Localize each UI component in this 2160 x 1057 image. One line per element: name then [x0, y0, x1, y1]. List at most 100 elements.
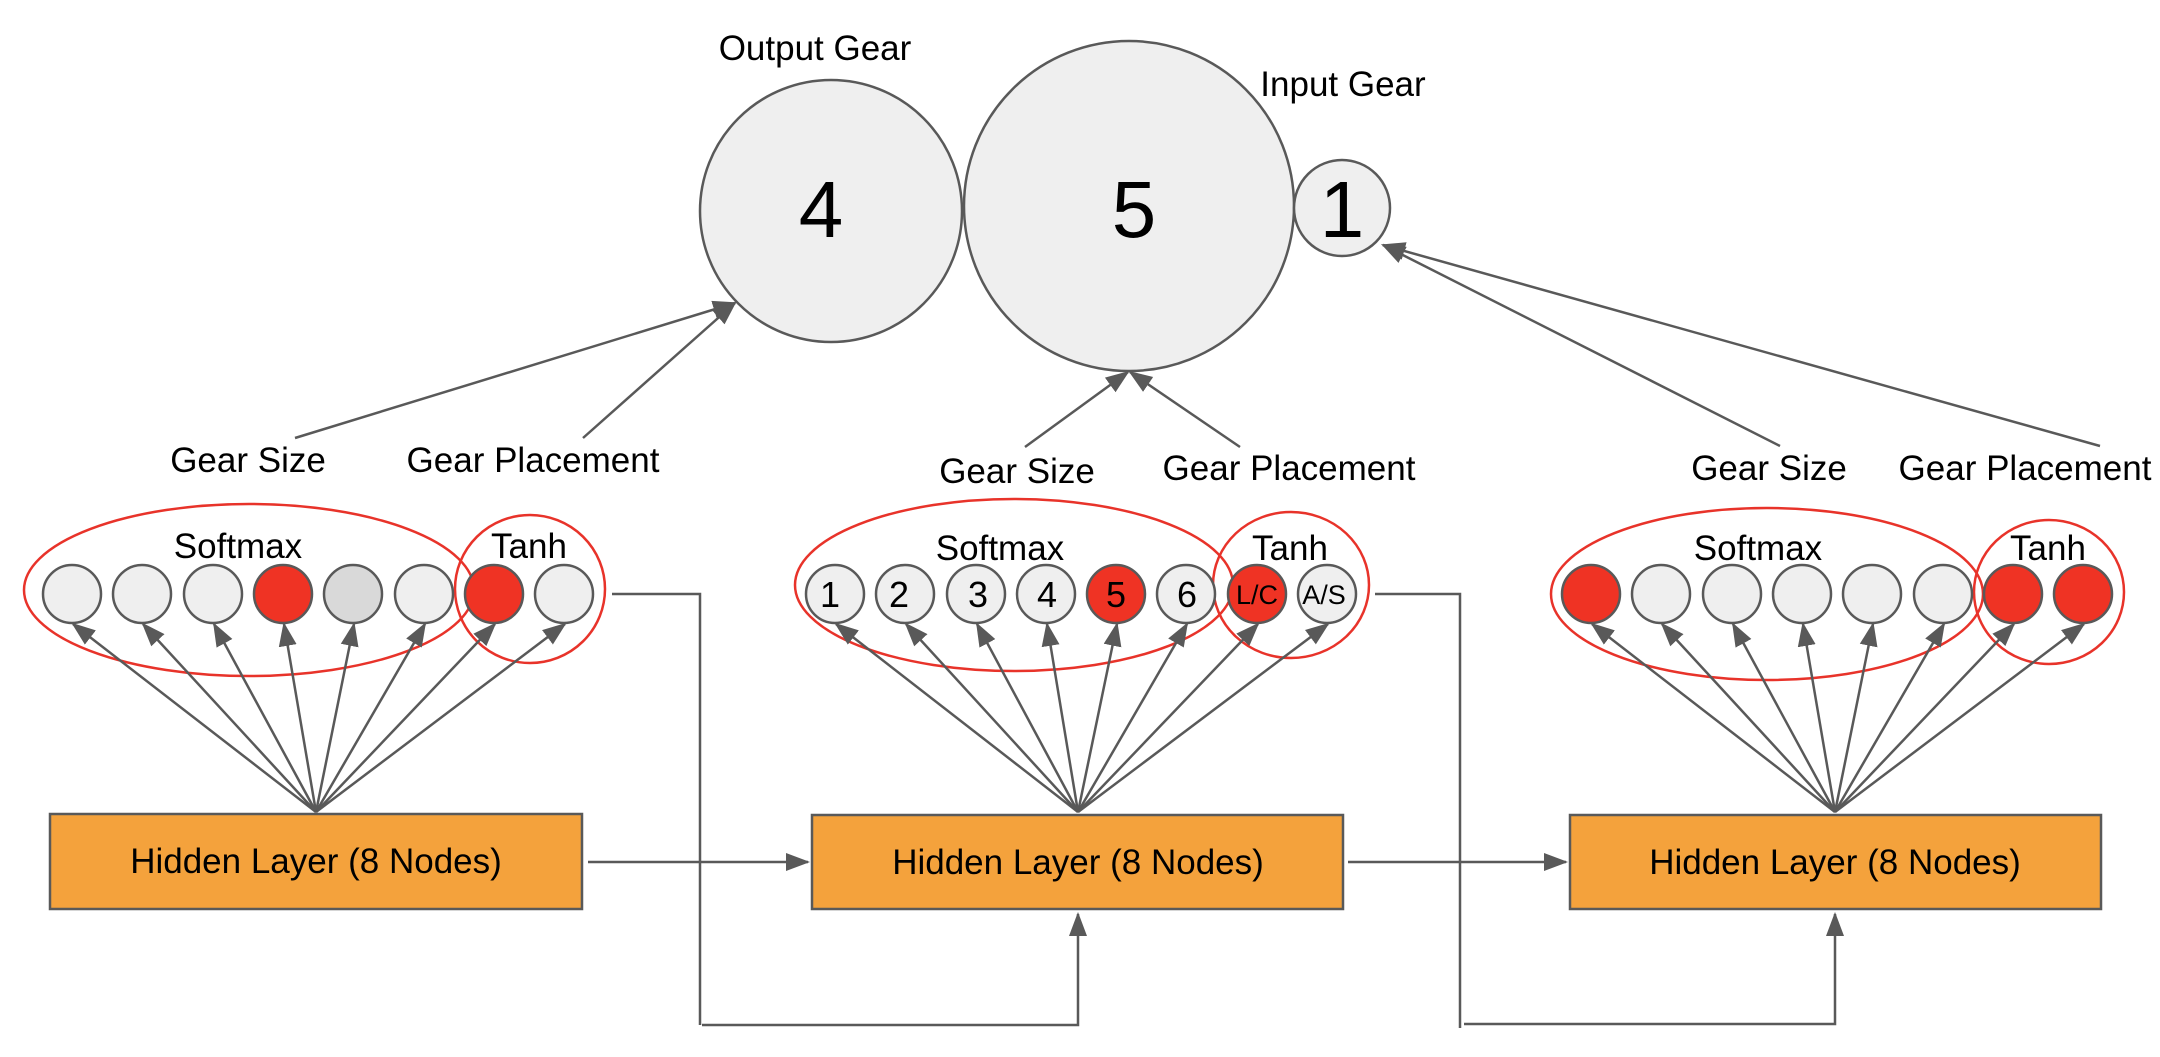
connection-arrow [212, 622, 318, 813]
tanh-node-label: A/S [1302, 580, 1346, 610]
connection-arrow [1660, 622, 1836, 813]
gear-placement-arrow [582, 301, 737, 439]
column-3: Gear Size Gear Placement Softmax Tanh [1381, 242, 2152, 911]
tanh-label: Tanh [491, 527, 567, 566]
connection-arrow [314, 622, 427, 813]
gear-placement-label: Gear Placement [1899, 449, 2152, 488]
softmax-node [1155, 563, 1217, 625]
hidden-layer-label: Hidden Layer (8 Nodes) [892, 843, 1264, 882]
gear-size-arrow [1024, 370, 1130, 449]
column-2: Gear Size Gear Placement Softmax Tanh 1 … [793, 370, 1416, 911]
softmax-label: Softmax [1694, 529, 1823, 568]
gear-placement-label: Gear Placement [1163, 449, 1416, 488]
tanh-group-outline [453, 513, 607, 665]
output-gear-label: Output Gear [719, 29, 912, 68]
tanh-node [463, 563, 525, 625]
softmax-node [182, 563, 244, 625]
connection-arrow [1041, 622, 1080, 813]
gear-size-arrow [1381, 243, 1781, 448]
tanh-label: Tanh [1252, 529, 1328, 568]
connection-arrows [1590, 622, 2086, 813]
softmax-node [41, 563, 103, 625]
tanh-node-label: L/C [1236, 580, 1278, 610]
column-1: Gear Size Gear Placement Softmax Tanh [22, 300, 737, 911]
middle-gear-value: 5 [1112, 165, 1157, 254]
softmax-node [1015, 563, 1077, 625]
softmax-node [1630, 563, 1692, 625]
tanh-node [533, 563, 595, 625]
softmax-node [252, 563, 314, 625]
input-gear-label: Input Gear [1260, 65, 1426, 104]
output-gear-circle [698, 78, 964, 344]
connection-arrow [834, 622, 1079, 813]
hidden-layer-label: Hidden Layer (8 Nodes) [1649, 843, 2021, 882]
hidden-layer-box [1568, 813, 2103, 911]
softmax-node [874, 563, 936, 625]
softmax-label: Softmax [174, 527, 303, 566]
softmax-node-label: 6 [1177, 574, 1197, 615]
connection-arrow [1590, 622, 1836, 813]
hidden-layer-label: Hidden Layer (8 Nodes) [130, 842, 502, 881]
softmax-node [322, 563, 384, 625]
connection-arrow [975, 622, 1080, 813]
hidden-layer-box [48, 812, 584, 911]
gear-placement-label: Gear Placement [407, 441, 660, 480]
gear-size-label: Gear Size [170, 441, 326, 480]
input-gear-circle [1292, 158, 1392, 258]
tanh-nodes [463, 563, 595, 625]
connection-arrow [141, 622, 317, 813]
output-gear-value: 4 [799, 165, 844, 254]
softmax-node-label: 4 [1037, 574, 1057, 615]
connection-arrow [1076, 622, 1122, 813]
connection-arrow [71, 622, 317, 813]
connection-arrow [1833, 622, 1878, 813]
feedback-path [1464, 912, 1844, 1026]
softmax-node [1560, 563, 1622, 625]
tanh-node [2052, 563, 2114, 625]
feedback-path [702, 912, 1087, 1027]
softmax-nodes [41, 563, 455, 625]
softmax-label: Softmax [936, 529, 1065, 568]
gear-size-label: Gear Size [1691, 449, 1847, 488]
input-gear-value: 1 [1320, 165, 1365, 254]
tanh-node [1226, 563, 1288, 625]
output-gear: 4 Output Gear [698, 29, 964, 344]
connection-arrow [1731, 622, 1837, 813]
softmax-node-label: 1 [820, 574, 840, 615]
softmax-node [1912, 563, 1974, 625]
connection-arrow [904, 622, 1079, 813]
connection-arrow [315, 622, 497, 813]
softmax-node [1841, 563, 1903, 625]
softmax-node [804, 563, 866, 625]
softmax-nodes: 1 2 3 4 5 6 [804, 563, 1217, 625]
connection-arrow [1834, 622, 2086, 813]
softmax-node [945, 563, 1007, 625]
connection-arrows [71, 622, 567, 813]
gear-placement-arrow [1381, 242, 2101, 448]
softmax-node [1771, 563, 1833, 625]
connection-arrow [314, 622, 359, 813]
connection-arrow [1834, 622, 2016, 813]
connection-arrow [278, 622, 318, 813]
tanh-group-outline [1972, 518, 2126, 666]
tanh-nodes: L/C A/S [1226, 563, 1358, 625]
tanh-label: Tanh [2010, 529, 2086, 568]
softmax-node-label: 5 [1106, 574, 1126, 615]
softmax-node-label: 2 [889, 574, 909, 615]
softmax-node [1701, 563, 1763, 625]
hidden-layer-box [810, 813, 1345, 911]
recurrent-connections [588, 592, 1844, 1028]
softmax-node [393, 563, 455, 625]
connection-arrow [1077, 622, 1330, 813]
connection-arrow [1797, 622, 1837, 813]
connection-arrow [1833, 622, 1946, 813]
softmax-node [1085, 563, 1147, 625]
tanh-nodes [1982, 563, 2114, 625]
connection-arrow [315, 622, 567, 813]
gear-size-arrow [294, 300, 737, 440]
tanh-node [1296, 563, 1358, 625]
feedback-path [1375, 592, 1462, 1028]
tanh-node [1982, 563, 2044, 625]
